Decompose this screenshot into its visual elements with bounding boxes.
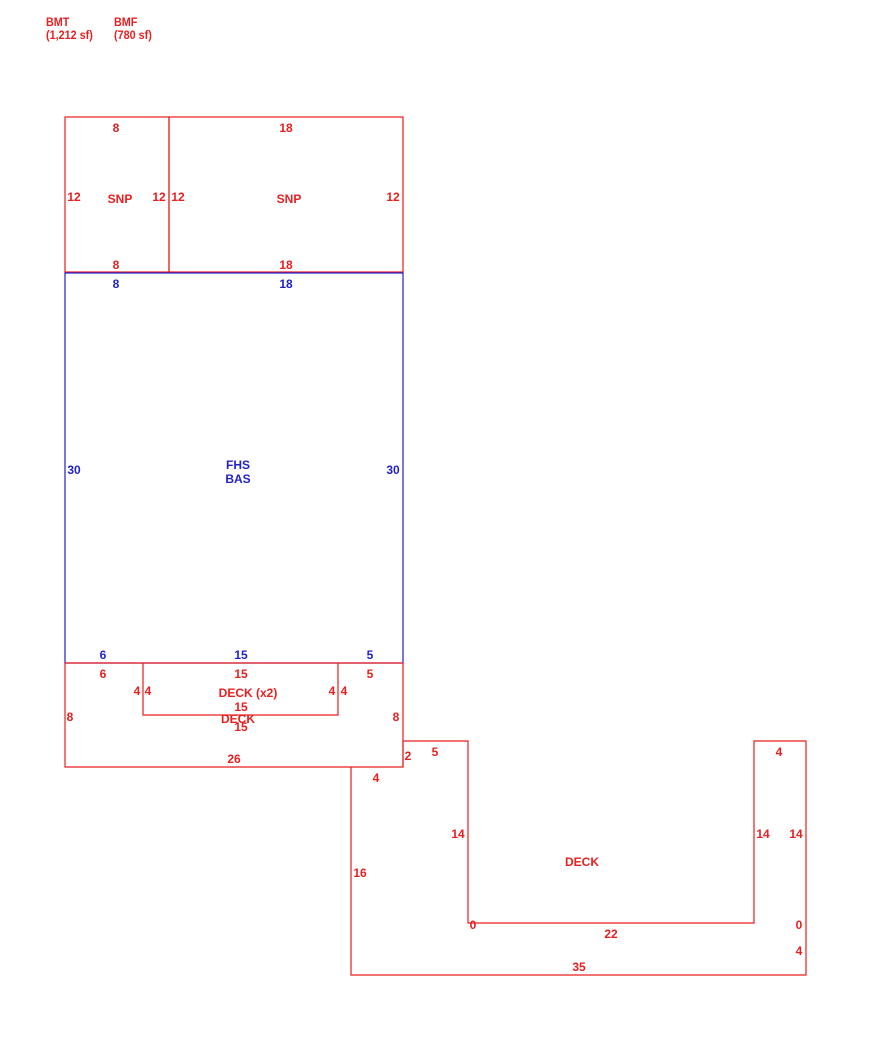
dim-label: 5	[367, 667, 374, 681]
dim-label: 2	[405, 749, 412, 763]
dim-label: 18	[279, 121, 293, 135]
dim-label: 4	[341, 684, 348, 698]
bmf-area-text: (780 sf)	[114, 28, 152, 42]
area-labels: SNP SNP FHS BAS DECK (x2) DECK DECK	[108, 192, 600, 869]
dim-label: 14	[756, 827, 770, 841]
dim-label: 26	[227, 752, 241, 766]
u-deck-outline	[350, 740, 807, 976]
dim-label: 15	[234, 720, 248, 734]
deck-x2-label: DECK (x2)	[219, 686, 278, 700]
dim-label: 6	[100, 667, 107, 681]
dim-label: 14	[789, 827, 803, 841]
dim-label: 18	[279, 277, 293, 291]
dim-label: 4	[329, 684, 336, 698]
snp-left-label: SNP	[108, 192, 133, 206]
dim-label: 16	[353, 866, 367, 880]
snp-section	[64, 116, 404, 273]
dim-label: 14	[451, 827, 465, 841]
dim-label: 5	[432, 745, 439, 759]
dim-label: 4	[776, 745, 783, 759]
bas-label-line1: FHS	[226, 458, 250, 472]
dim-label: 12	[386, 190, 400, 204]
dim-label: 12	[171, 190, 185, 204]
bmt-label: BMT (1,212 sf)	[46, 16, 93, 42]
dim-label: 0	[796, 918, 803, 932]
dim-label: 8	[113, 258, 120, 272]
dim-label: 35	[572, 960, 586, 974]
bmt-area-text: (1,212 sf)	[46, 28, 93, 42]
dim-label: 12	[67, 190, 81, 204]
dim-label: 30	[386, 463, 400, 477]
snp-right-area	[168, 116, 404, 273]
dim-label: 18	[279, 258, 293, 272]
dim-label: 4	[134, 684, 141, 698]
dim-label: 8	[393, 710, 400, 724]
dim-label: 4	[145, 684, 152, 698]
u-deck-dimensions: 2 5 4 14 16 0 22 4 14 14 0 4 35	[353, 745, 803, 974]
dim-label: 8	[113, 121, 120, 135]
bmt-label-text: BMT	[46, 15, 70, 29]
dim-label: 15	[234, 667, 248, 681]
dim-label: 8	[67, 710, 74, 724]
dim-label: 30	[67, 463, 81, 477]
dim-label: 0	[470, 918, 477, 932]
dim-label: 8	[113, 277, 120, 291]
dim-label: 22	[604, 927, 618, 941]
lower-deck-notch	[142, 663, 339, 716]
dim-label: 4	[796, 944, 803, 958]
bmf-label-text: BMF	[114, 15, 138, 29]
dim-label: 5	[367, 648, 374, 662]
dim-label: 15	[234, 700, 248, 714]
snp-dimensions: 8 12 12 8 18 12 12 18	[67, 121, 400, 272]
snp-right-label: SNP	[277, 192, 302, 206]
deck-right-label: DECK	[565, 855, 599, 869]
deck-lower-label: DECK	[221, 712, 255, 726]
dim-label: 15	[234, 648, 248, 662]
dim-label: 4	[373, 771, 380, 785]
bmf-label: BMF (780 sf)	[114, 16, 152, 42]
bas-label-line2: BAS	[225, 472, 250, 486]
dim-label: 12	[152, 190, 166, 204]
lower-deck-dimensions: 6 15 5 4 4 4 4 15 15 8 8 26	[67, 667, 400, 766]
bas-dimensions: 8 18 30 30 6 15 5	[67, 277, 400, 662]
dim-label: 6	[100, 648, 107, 662]
